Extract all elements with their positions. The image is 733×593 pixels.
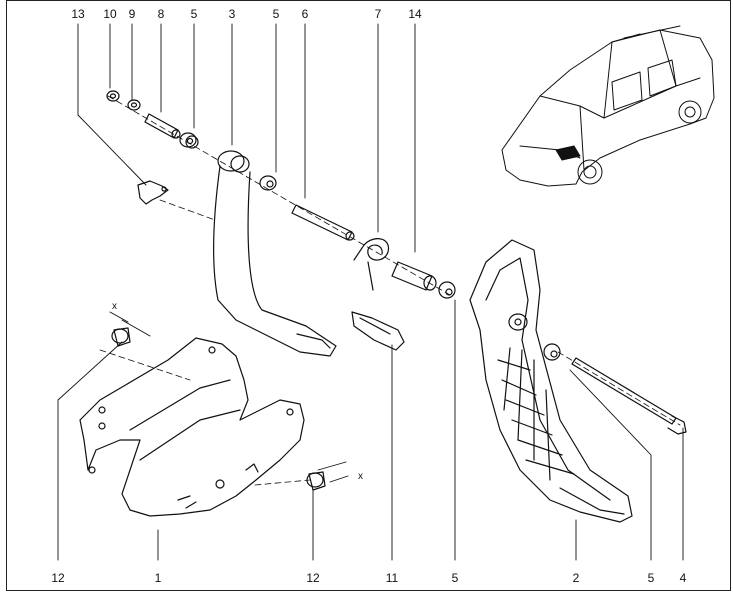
bushing-5b <box>259 175 277 191</box>
axis-mark-x-left: x <box>112 301 117 312</box>
clutch-pedal-3 <box>212 150 337 357</box>
callout-9-top: 9 <box>128 7 136 21</box>
pedal-bracket-1 <box>79 337 305 517</box>
callout-1-bottom: 1 <box>154 571 162 585</box>
top-leader-lines <box>77 23 416 253</box>
callout-11-bottom: 11 <box>385 571 399 585</box>
sleeve-8 <box>144 113 181 139</box>
pedal-pad-11 <box>351 311 405 351</box>
callout-13-top: 13 <box>71 7 85 21</box>
spring-7 <box>353 238 389 291</box>
assembly-axes <box>99 95 681 486</box>
callout-5-bottom-b: 5 <box>647 571 655 585</box>
bushing-5d <box>543 343 561 361</box>
bushing-5c <box>438 281 456 299</box>
callout-12-bottom-b: 12 <box>306 571 320 585</box>
nut-12a <box>111 327 131 347</box>
callout-3-top: 3 <box>228 7 236 21</box>
callout-8-top: 8 <box>157 7 165 21</box>
callout-5-top-a: 5 <box>190 7 198 21</box>
bushing-5a <box>179 132 199 149</box>
bolt-4 <box>571 357 687 435</box>
callout-2-bottom: 2 <box>572 571 580 585</box>
accelerator-pedal-2 <box>469 239 633 523</box>
callout-14-top: 14 <box>408 7 422 21</box>
shaft-6 <box>291 204 355 241</box>
callout-5-top-b: 5 <box>272 7 280 21</box>
nut-10 <box>106 90 120 102</box>
callout-7-top: 7 <box>374 7 382 21</box>
callout-10-top: 10 <box>103 7 117 21</box>
washer-9 <box>127 99 141 111</box>
callout-4-bottom: 4 <box>679 571 687 585</box>
bottom-leader-lines <box>57 299 684 561</box>
callout-5-bottom-a: 5 <box>451 571 459 585</box>
diagram-frame <box>6 0 731 591</box>
nut-12b <box>306 471 326 491</box>
vehicle-inset <box>501 25 715 187</box>
callout-6-top: 6 <box>301 7 309 21</box>
axis-mark-x-right: x <box>358 471 363 482</box>
clip-13 <box>137 180 169 205</box>
callout-12-bottom-a: 12 <box>51 571 65 585</box>
axis-arrows <box>109 311 349 483</box>
sleeve-14 <box>391 261 437 291</box>
